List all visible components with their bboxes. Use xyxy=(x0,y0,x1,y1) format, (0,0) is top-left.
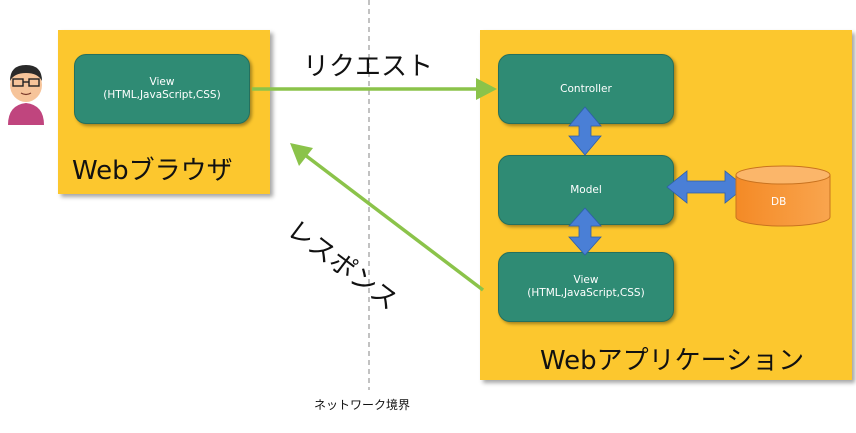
model-box: Model xyxy=(498,155,674,225)
network-boundary-label: ネットワーク境界 xyxy=(314,398,411,412)
response-arrow xyxy=(290,143,485,292)
browser-view-box: View (HTML,JavaScript,CSS) xyxy=(74,54,250,124)
model-view-arrow xyxy=(568,207,602,256)
db-label: DB xyxy=(771,196,787,208)
controller-model-arrow xyxy=(568,106,602,156)
request-label: リクエスト xyxy=(303,52,434,82)
web-application-panel: Controller Model View (HTML,JavaScript,C… xyxy=(480,30,852,380)
app-view-label: View (HTML,JavaScript,CSS) xyxy=(527,274,645,299)
db-cylinder xyxy=(735,165,831,227)
user-icon xyxy=(8,65,44,125)
request-arrow xyxy=(252,78,497,100)
browser-panel-title: Webブラウザ xyxy=(72,156,233,186)
browser-view-label: View (HTML,JavaScript,CSS) xyxy=(103,76,221,101)
web-browser-panel: View (HTML,JavaScript,CSS) Webブラウザ xyxy=(58,30,270,194)
controller-label: Controller xyxy=(560,82,612,95)
app-panel-title: Webアプリケーション xyxy=(540,346,805,376)
model-label: Model xyxy=(570,183,602,196)
model-db-arrow xyxy=(666,170,746,204)
app-view-box: View (HTML,JavaScript,CSS) xyxy=(498,252,674,322)
